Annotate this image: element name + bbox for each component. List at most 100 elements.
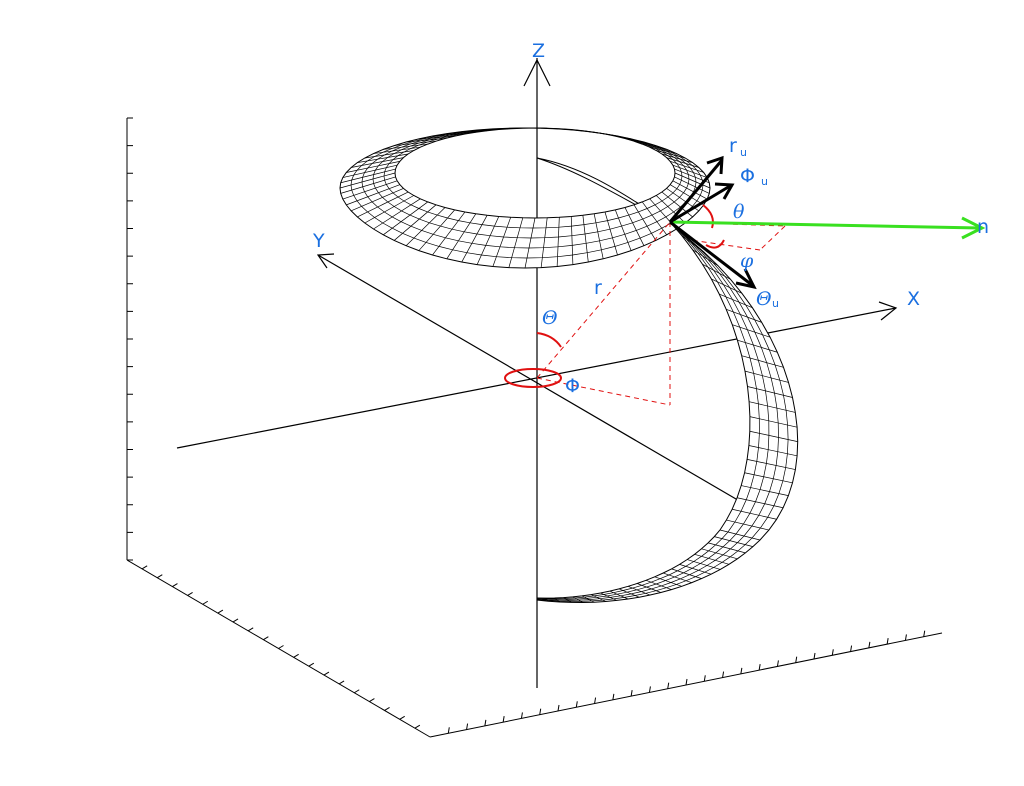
tick-mark (217, 609, 224, 614)
ribbon-cross-line (600, 592, 617, 601)
x-axis-line (176, 307, 897, 449)
annulus-spoke-line (604, 133, 618, 137)
tick-mark (520, 712, 523, 719)
annulus-spoke-line (661, 153, 693, 163)
annulus-spoke-line (357, 153, 409, 163)
bounding-frame (126, 117, 943, 738)
annulus-spoke-line (342, 164, 398, 178)
annulus-spoke-line (432, 133, 466, 137)
x-axis-arrow (878, 301, 898, 321)
annulus-spoke-line (604, 211, 618, 256)
annulus-spoke-line (492, 217, 512, 267)
normal-construction-2 (759, 225, 786, 251)
radius-label: r (594, 277, 602, 299)
annulus-spoke-line (373, 146, 421, 154)
annulus-spoke-line (633, 140, 656, 146)
ribbon-cross-line (663, 572, 692, 583)
unit-vector-phi (669, 184, 731, 224)
annulus-spoke-line (357, 191, 409, 218)
ribbon-cross-line (701, 548, 738, 560)
ribbon-cross-line (694, 554, 730, 565)
tick-mark (850, 645, 853, 652)
annulus-spoke-line (461, 215, 488, 263)
tick-mark (263, 636, 269, 641)
annulus-spoke-line (524, 217, 536, 269)
ribbon-cross-line (726, 519, 770, 531)
annulus-spoke-line (446, 131, 476, 134)
polar-angle-label: Θ (542, 307, 558, 329)
annulus-spoke-line (656, 150, 686, 159)
unit-phi-subscript: u (761, 175, 768, 188)
tick-mark (172, 583, 178, 587)
tick-mark (722, 671, 725, 678)
annulus-spoke-line (432, 211, 466, 256)
y-axis-line (317, 254, 749, 507)
annulus-spoke-line (674, 172, 711, 189)
ribbon-cross-line (737, 339, 778, 353)
tick-mark (557, 704, 560, 712)
ribbon-cross-line (732, 324, 771, 338)
tick-mark (338, 680, 345, 685)
tick-mark (232, 618, 239, 623)
unit-vector-theta (669, 220, 753, 287)
y-axis-label: Y (312, 230, 325, 252)
annulus-spoke-line (383, 143, 428, 150)
tick-mark (868, 641, 871, 648)
tick-mark (293, 653, 299, 658)
annulus-spoke-line (570, 216, 574, 265)
tick-mark (612, 693, 615, 700)
tick-mark (831, 649, 834, 656)
ribbon-cross-line (545, 597, 549, 602)
annulus-spoke-line (582, 215, 589, 263)
unit-vector-phi-arrowhead (714, 182, 735, 200)
ribbon-cross-line (554, 597, 560, 603)
ribbon-cross-line (609, 590, 629, 600)
ribbon-cross-line (741, 355, 784, 368)
tick-mark (187, 591, 193, 596)
local-phi-label: φ (740, 250, 754, 272)
unit-phi-label: Φ (740, 165, 755, 187)
z-axis-label: Z (532, 40, 545, 62)
unit-vector-r-arrowhead (706, 155, 724, 175)
ribbon-cross-line (749, 416, 798, 428)
annulus-spoke-line (364, 150, 414, 159)
small-theta-arc (702, 204, 714, 229)
phi-angle-ellipse (504, 368, 562, 388)
unit-vector-theta-arrowhead (735, 268, 757, 290)
annulus-spoke-line (342, 180, 398, 200)
tick-mark (414, 724, 421, 729)
annulus-spoke-line (461, 130, 488, 132)
annulus-spoke-line (405, 207, 446, 246)
tick-mark (740, 667, 743, 674)
annulus-spoke-line (393, 204, 437, 241)
annulus-spoke-line (642, 143, 667, 150)
tick-mark (202, 600, 209, 605)
normal-construction-3 (689, 239, 761, 251)
labels: Z Y X r Θ Φ θ φ n r u Φ u Θ u (312, 40, 989, 397)
ribbon-cross-line (627, 586, 651, 596)
tick-mark (369, 698, 375, 703)
annulus-spoke-line (556, 217, 560, 267)
annulus-spoke-line (339, 172, 396, 189)
ribbon-cross-line (637, 583, 661, 593)
local-theta-label: θ (733, 201, 745, 223)
radius-line (536, 221, 671, 379)
annulus-spoke-line (615, 135, 632, 140)
tick-mark (575, 701, 578, 708)
ribbon-cross-line (687, 559, 721, 570)
ribbon-cross-line (671, 568, 702, 579)
annulus-spoke-line (594, 131, 604, 134)
ribbon-cross-line (747, 459, 796, 470)
tick-mark (484, 719, 487, 726)
normal-vector-n (669, 220, 981, 230)
annulus-spoke-line (476, 216, 500, 265)
ribbon-cross-line (572, 596, 583, 603)
tick-mark (904, 634, 907, 641)
annulus-spoke-line (340, 176, 396, 194)
annulus-spoke-line (656, 195, 686, 224)
ribbon-cross-line (732, 508, 777, 520)
unit-vector-r (668, 159, 724, 223)
annulus-spoke-line (614, 209, 632, 251)
